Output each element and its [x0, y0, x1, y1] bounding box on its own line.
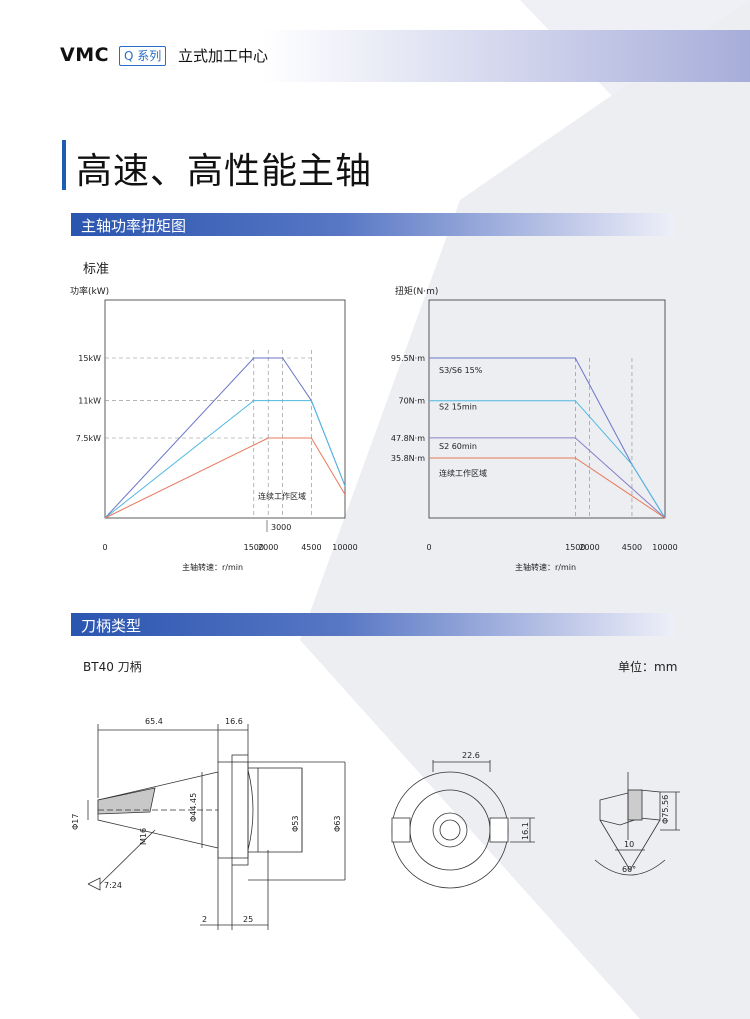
dim-d53: Φ53: [291, 816, 300, 832]
dim-25: 25: [243, 915, 253, 924]
torque-series-label: S2 60min: [439, 442, 477, 451]
torque-x-tick: 10000: [652, 543, 677, 552]
unit-label: 单位：mm: [618, 660, 678, 674]
power-y-tick: 7.5kW: [76, 434, 101, 443]
variant-label: 标准: [83, 262, 110, 277]
torque-series-label: S3/S6 15%: [439, 366, 483, 375]
holder-name: BT40 刀柄: [83, 660, 142, 674]
section-header-power: 主轴功率扭矩图: [71, 213, 675, 236]
series-badge: Q 系列: [119, 46, 167, 66]
power-y-tick: 11kW: [78, 397, 101, 406]
dim-d75: Φ75.56: [661, 795, 670, 824]
torque-x-tick: 1500: [565, 543, 585, 552]
torque-series-3: [429, 457, 666, 519]
torque-y-tick: 70N·m: [399, 397, 426, 406]
torque-y-tick: 47.8N·m: [391, 434, 425, 443]
torque-x-tick: 0: [426, 543, 431, 552]
dim-16-1: 16.1: [521, 822, 530, 840]
dim-10: 10: [624, 840, 634, 849]
dim-16-6: 16.6: [225, 717, 243, 726]
dim-m16: M16: [139, 828, 148, 845]
power-x-tick: 0: [102, 543, 107, 552]
power-x-label: 主轴转速：r/min: [182, 562, 243, 572]
section-title-holder: 刀柄类型: [81, 617, 142, 635]
torque-series-1: [429, 400, 666, 519]
section-title-power: 主轴功率扭矩图: [81, 217, 187, 235]
power-x-tick: 2000: [258, 543, 278, 552]
torque-y-tick: 95.5N·m: [391, 354, 425, 363]
dim-d44: Φ44.45: [189, 793, 198, 822]
dim-d63: Φ63: [333, 816, 342, 832]
hatch-area: [97, 787, 156, 815]
torque-y-label: 扭矩(N·m): [395, 285, 438, 297]
title-accent-bar: [62, 140, 66, 190]
torque-y-tick: 35.8N·m: [391, 454, 425, 463]
dim-d17: Φ17: [71, 814, 80, 830]
page-title: 高速、高性能主轴: [76, 151, 373, 192]
dim-22-6: 22.6: [462, 751, 480, 760]
power-y-label: 功率(kW): [70, 285, 109, 297]
power-series-2: [104, 437, 346, 519]
torque-series-2: [429, 437, 666, 519]
power-axes: [104, 299, 346, 519]
torque-x-label: 主轴转速：r/min: [515, 562, 576, 572]
brand-logo: VMC: [60, 44, 110, 66]
dim-2: 2: [202, 915, 207, 924]
tool-holder-drawing: 65.4 16.6 Φ44.45 Φ53 Φ63 Φ17 M16 7:24 2 …: [71, 717, 680, 930]
torque-axes: [428, 299, 666, 519]
torque-chart: 扭矩(N·m) 95.5N·m 70N·m 47.8N·m 35.8N·m 0 1500…: [391, 285, 678, 572]
power-series-1: [104, 400, 346, 519]
power-y-tick: 15kW: [78, 354, 101, 363]
power-x-tick: 1500: [244, 543, 264, 552]
power-annotation: 连续工作区域: [258, 491, 306, 501]
torque-x-tick: 2000: [579, 543, 599, 552]
section-header-holder: 刀柄类型: [71, 613, 675, 636]
dim-65-4: 65.4: [145, 717, 163, 726]
torque-series-label: 连续工作区域: [439, 468, 487, 478]
header-bar: [0, 30, 750, 82]
torque-x-tick: 4500: [622, 543, 642, 552]
torque-series-label: S2 15min: [439, 403, 477, 412]
dim-60deg: 60°: [622, 865, 636, 874]
power-x-tick: 4500: [301, 543, 321, 552]
power-x-tick: 10000: [332, 543, 357, 552]
dim-taper: 7:24: [104, 881, 122, 890]
header-subtitle: 立式加工中心: [178, 47, 269, 65]
power-x-extra: 3000: [271, 523, 291, 532]
